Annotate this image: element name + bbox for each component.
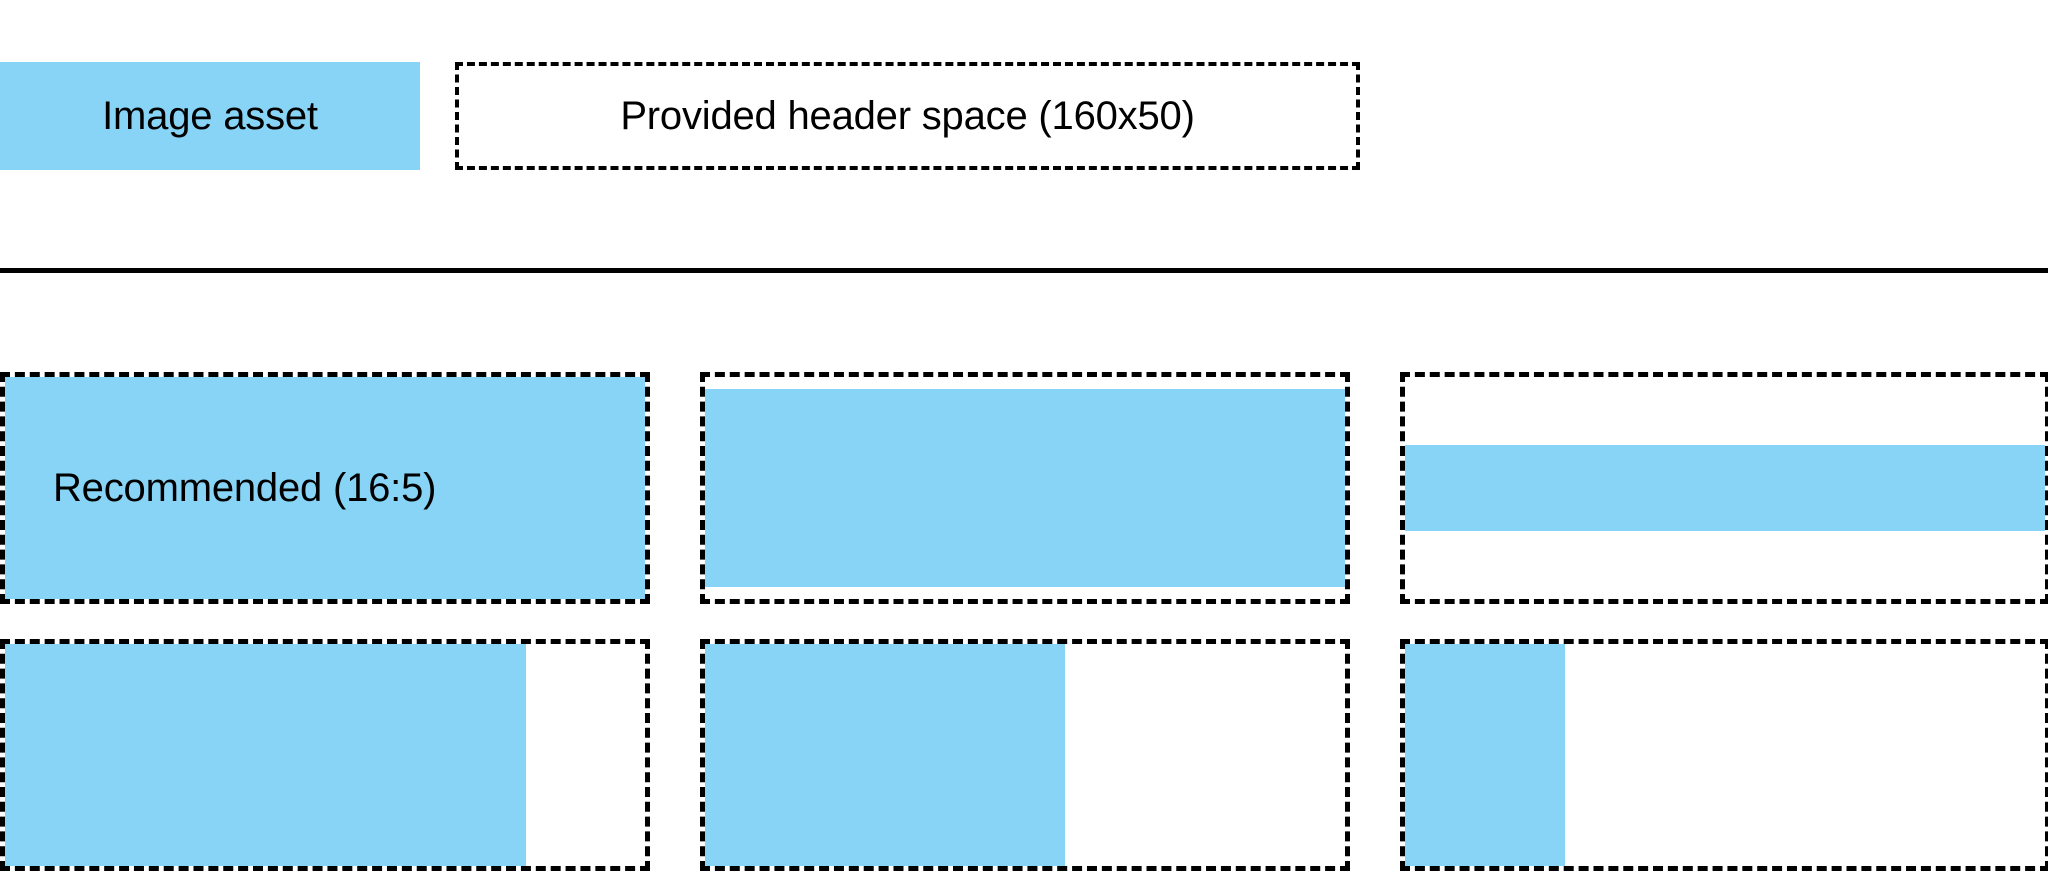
sample-fill bbox=[5, 644, 526, 866]
image-asset-swatch: Image asset bbox=[0, 62, 420, 170]
sample-fill bbox=[1405, 644, 1565, 866]
section-divider bbox=[0, 268, 2048, 273]
sample-cell-band bbox=[1400, 372, 2048, 604]
sample-cell-width-30 bbox=[1400, 639, 2048, 871]
sample-fill bbox=[5, 377, 645, 599]
sample-cell-wide-inset bbox=[700, 372, 1350, 604]
sample-cell-recommended: Recommended (16:5) bbox=[0, 372, 650, 604]
provided-header-space-label: Provided header space (160x50) bbox=[620, 94, 1195, 138]
sample-fill bbox=[705, 644, 1065, 866]
sample-fill bbox=[1405, 445, 2045, 531]
aspect-ratio-sample-grid: Recommended (16:5) bbox=[0, 372, 2048, 896]
recommended-ratio-label: Recommended (16:5) bbox=[53, 466, 437, 510]
sample-row-1: Recommended (16:5) bbox=[0, 372, 2048, 604]
header-example-row: Image asset Provided header space (160x5… bbox=[0, 62, 1360, 170]
sample-fill bbox=[705, 389, 1345, 587]
provided-header-space-box: Provided header space (160x50) bbox=[455, 62, 1360, 170]
image-asset-label: Image asset bbox=[102, 94, 318, 138]
sample-row-2 bbox=[0, 639, 2048, 871]
sample-cell-width-80 bbox=[0, 639, 650, 871]
sample-cell-width-55 bbox=[700, 639, 1350, 871]
